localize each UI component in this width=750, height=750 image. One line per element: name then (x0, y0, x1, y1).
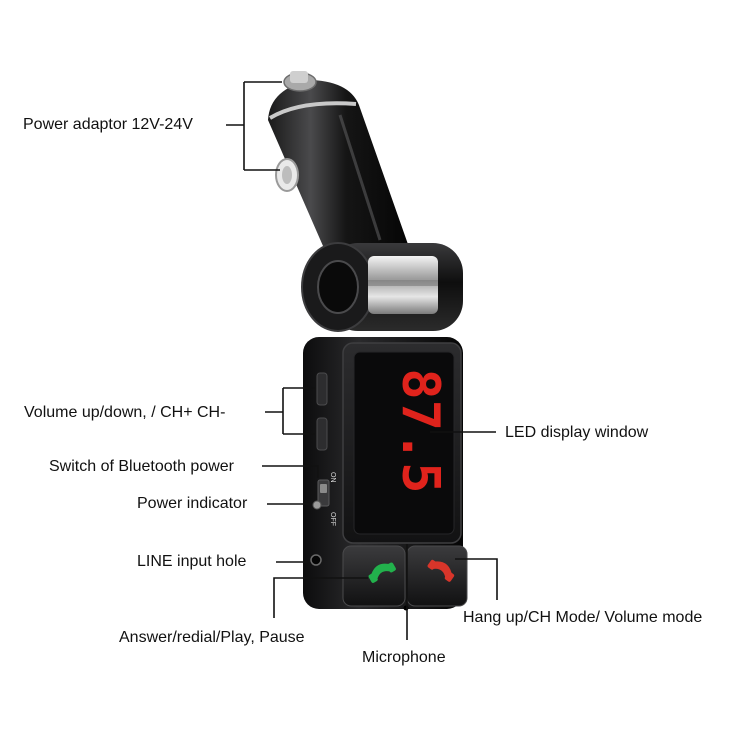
label-power-indicator: Power indicator (137, 495, 248, 512)
label-bluetooth-switch: Switch of Bluetooth power (49, 458, 234, 475)
label-line-input: LINE input hole (137, 553, 247, 570)
line-input-jack (310, 554, 322, 566)
power-plug (268, 71, 410, 262)
switch-on-label: ON (329, 472, 336, 483)
label-answer: Answer/redial/Play, Pause (119, 629, 305, 646)
hangup-phone-icon (427, 559, 455, 582)
label-power-adaptor: Power adaptor 12V-24V (23, 116, 193, 133)
power-indicator-led (312, 500, 322, 510)
transmitter-body (303, 337, 468, 611)
swivel-hinge (301, 242, 463, 332)
answer-phone-icon (368, 562, 396, 583)
led-display-window (353, 351, 455, 535)
hangup-button[interactable] (406, 545, 468, 607)
channel-button[interactable] (316, 417, 328, 451)
frequency-display: 87.5 (390, 368, 450, 493)
callout-lines (226, 81, 498, 640)
label-led-display: LED display window (505, 424, 649, 441)
label-microphone: Microphone (362, 649, 446, 666)
label-volume-channel: Volume up/down, / CH+ CH- (24, 404, 226, 421)
label-hangup: Hang up/CH Mode/ Volume mode (463, 609, 703, 626)
volume-button[interactable] (316, 372, 328, 406)
switch-off-label: OFF (329, 512, 336, 526)
